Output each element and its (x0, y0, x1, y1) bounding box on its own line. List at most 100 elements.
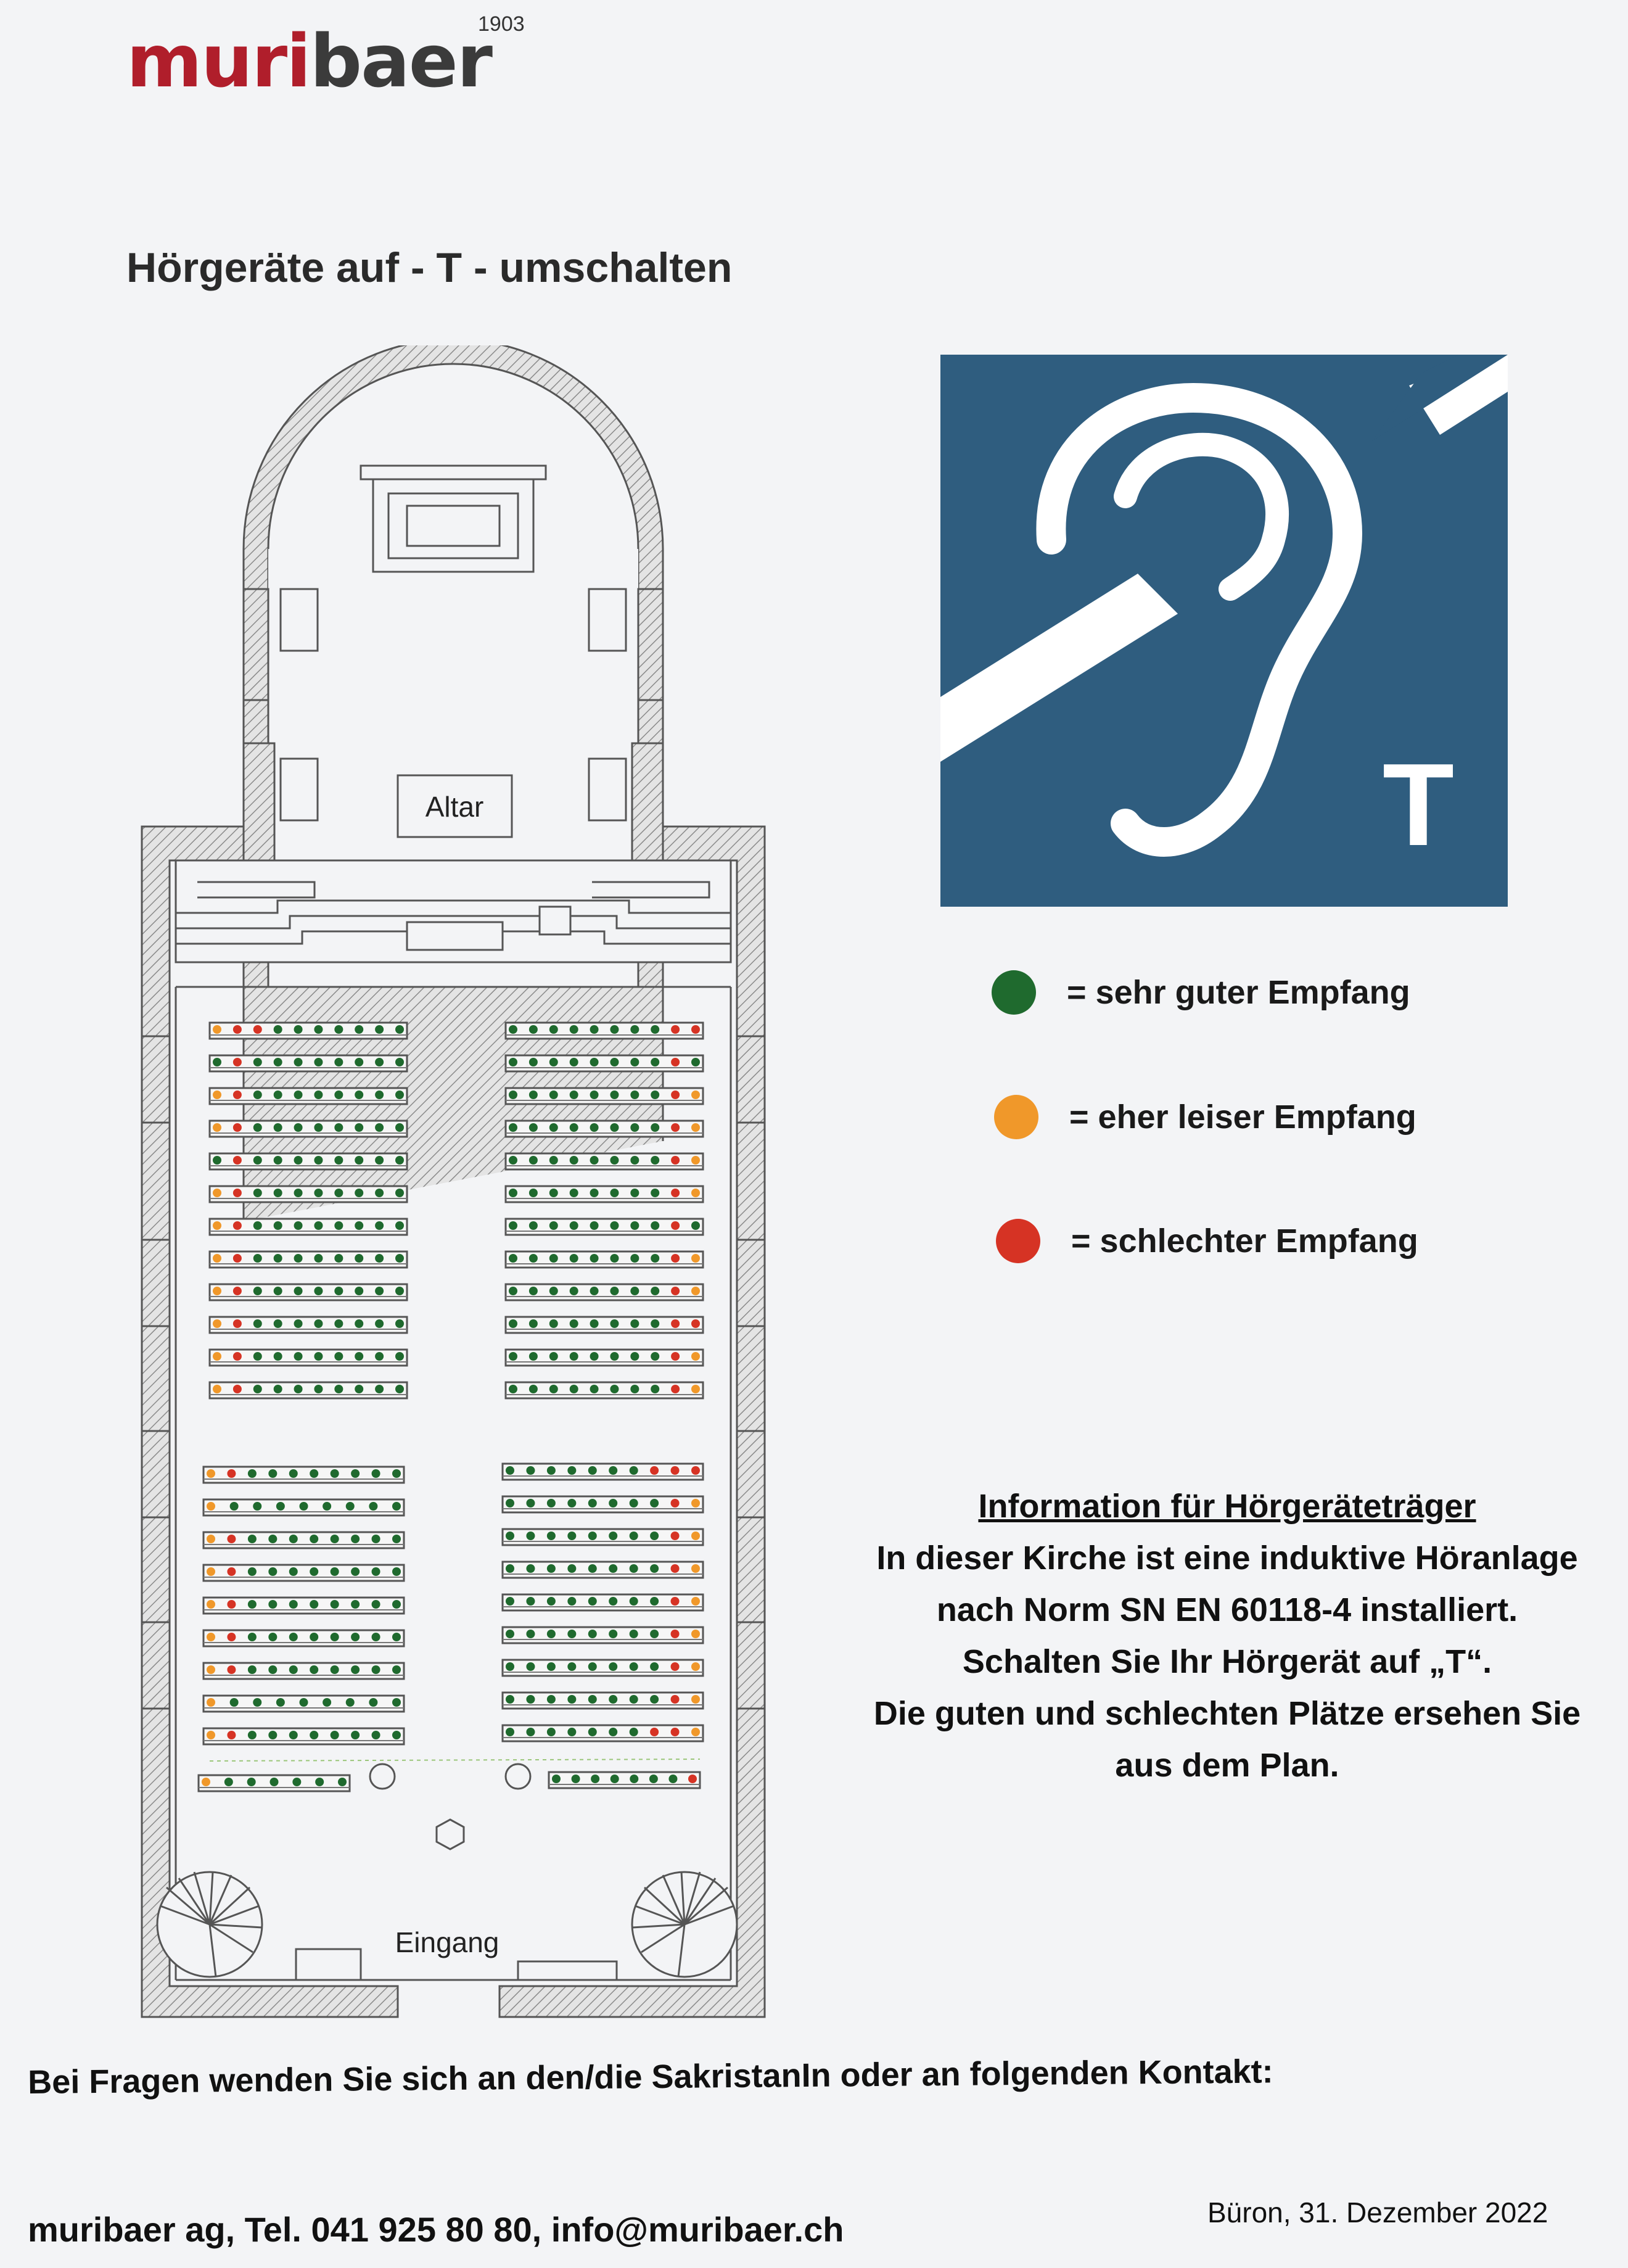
seat-dot (375, 1287, 384, 1295)
seat-dot (629, 1728, 638, 1736)
seat-dot (395, 1189, 404, 1197)
seat-dot (670, 1597, 680, 1606)
seat-dot (395, 1221, 404, 1230)
seat-dot (207, 1469, 215, 1478)
seat-dot (273, 1319, 282, 1328)
seat-dot (330, 1535, 339, 1543)
seat-dot (314, 1156, 323, 1165)
hearing-loop-ear-icon (1036, 382, 1363, 857)
seat-dot (213, 1221, 221, 1230)
seat-dot (247, 1535, 257, 1543)
seat-dot (670, 1630, 680, 1638)
seat-dot (506, 1695, 514, 1704)
seat-dot (671, 1123, 680, 1132)
seat-dot (651, 1287, 660, 1295)
seat-dot (591, 1775, 600, 1783)
seat-dot (588, 1466, 597, 1475)
pew (504, 1283, 704, 1301)
seat-dot (253, 1025, 262, 1034)
seat-dot (590, 1319, 599, 1328)
seat-dot (528, 1221, 538, 1230)
seat-dot (232, 1058, 242, 1066)
seat-dot (651, 1058, 660, 1066)
seat-dot (273, 1156, 282, 1165)
seat-dot (691, 1352, 700, 1361)
seat-dot (314, 1287, 323, 1295)
seat-dot (330, 1633, 339, 1641)
seat-dot (253, 1221, 262, 1230)
seat-dot (629, 1499, 638, 1507)
seat-dot (549, 1352, 558, 1361)
seat-dot (650, 1532, 659, 1540)
seat-dot (526, 1630, 535, 1638)
pew (504, 1087, 704, 1105)
seat-dot (590, 1025, 599, 1034)
seat-dot (668, 1775, 678, 1783)
seat-dot (528, 1254, 538, 1263)
seat-dot (506, 1564, 514, 1573)
pew (504, 1348, 704, 1367)
seat-dot (247, 1567, 257, 1576)
info-line: In dieser Kirche ist eine induktive Höra… (876, 1540, 1578, 1577)
seat-dot (546, 1532, 556, 1540)
seat-dot (546, 1662, 556, 1671)
seat-dot (247, 1778, 256, 1786)
seat-dot (670, 1695, 680, 1704)
seat-dot (314, 1189, 323, 1197)
seat-dot (549, 1221, 558, 1230)
seat-dot (247, 1731, 257, 1739)
seat-dot (549, 1156, 558, 1165)
pew (202, 1531, 405, 1549)
pew (504, 1316, 704, 1334)
seat-dot (227, 1665, 236, 1674)
seat-dot (253, 1123, 262, 1132)
seat-dot (253, 1189, 262, 1197)
seat-dot (691, 1254, 700, 1263)
seat-dot (227, 1600, 236, 1609)
seat-dot (567, 1630, 577, 1638)
seat-dot (650, 1695, 659, 1704)
seat-dot (590, 1058, 599, 1066)
seat-dot (567, 1532, 577, 1540)
seat-dot (294, 1385, 303, 1393)
seat-dot (691, 1630, 700, 1638)
seat-dot (289, 1567, 298, 1576)
seat-dot (371, 1731, 380, 1739)
crossed-out-slash-upper (1409, 355, 1508, 435)
seat-dot (268, 1535, 278, 1543)
seat-dot (314, 1091, 323, 1099)
seat-dot (691, 1123, 700, 1132)
seat-dot (509, 1319, 517, 1328)
seat-dot (294, 1025, 303, 1034)
seat-dot (509, 1123, 517, 1132)
seat-dot (671, 1385, 680, 1393)
seat-dot (355, 1156, 364, 1165)
seat-dot (650, 1630, 659, 1638)
seat-dot (691, 1695, 700, 1704)
seat-dot (330, 1731, 339, 1739)
seat-dot (526, 1532, 535, 1540)
seat-dot (590, 1254, 599, 1263)
seat-dot (569, 1058, 578, 1066)
seat-dot (334, 1352, 343, 1361)
seat-dot (268, 1665, 278, 1674)
pew (202, 1564, 405, 1582)
seat-dot (207, 1600, 215, 1609)
seat-dot (213, 1352, 221, 1361)
seat-dot (289, 1600, 298, 1609)
seat-dot (630, 1025, 639, 1034)
seat-dot (691, 1662, 700, 1671)
seat-dot (314, 1123, 323, 1132)
seat-dot (671, 1091, 680, 1099)
pew (501, 1626, 704, 1644)
pew (202, 1596, 405, 1615)
seat-dot (334, 1091, 343, 1099)
legend-item-good: = sehr guter Empfang (992, 970, 1410, 1015)
seat-dot (232, 1254, 242, 1263)
seat-dot (691, 1564, 700, 1573)
seat-dot (323, 1502, 332, 1511)
seat-dot (630, 1189, 639, 1197)
seat-dot (227, 1535, 236, 1543)
seat-dot (528, 1025, 538, 1034)
legend-label: = eher leiser Empfang (1069, 1099, 1416, 1136)
